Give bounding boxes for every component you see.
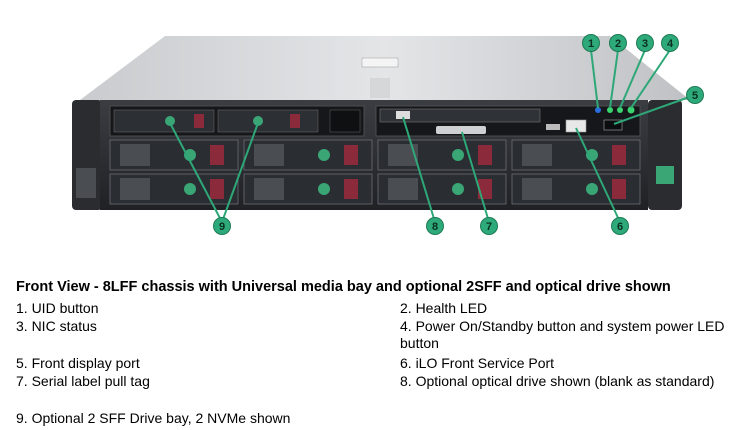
callout-3-number: 3: [642, 38, 648, 50]
lff-drive-label-8: [522, 178, 552, 200]
sff-blank: [329, 109, 361, 133]
optical-drive: [379, 108, 541, 123]
callout-4-number: 4: [667, 38, 674, 50]
callout-7-number: 7: [486, 221, 492, 233]
sff-drive-2: [217, 109, 319, 133]
lff-drive-bays: [109, 139, 641, 205]
lff-drive-label-4: [522, 144, 552, 166]
sff-drive-1-release: [194, 114, 204, 128]
callout-9-badge: [213, 217, 231, 235]
caption-item-nic-status: 3. NIC status: [16, 318, 97, 334]
caption-item-health-led: 2. Health LED: [400, 300, 488, 316]
callout-7-badge: [480, 217, 498, 235]
lff-drive-label-6: [254, 178, 284, 200]
lff-drive-release-6: [344, 179, 358, 199]
lff-drive-latch-6: [318, 183, 330, 195]
callout-1-number: 1: [588, 38, 594, 50]
leader-4: [630, 49, 671, 109]
server-front-view-figure: 1 2 3 4 5 6 7 8 9: [72, 34, 704, 235]
caption-item-serial-label: 7. Serial label pull tag: [16, 373, 150, 389]
health-led: [607, 107, 613, 113]
callout-5-badge: [686, 86, 704, 104]
sff-drive-2-release: [290, 114, 300, 128]
lff-drive-label-2: [254, 144, 284, 166]
callout-8-number: 8: [432, 221, 438, 233]
optical-drive-eject: [396, 111, 410, 119]
sff-drive-1-latch: [165, 116, 175, 126]
chassis-top-lid: [80, 36, 690, 100]
ilo-service-port: [565, 119, 587, 133]
lff-drive-release-3: [478, 145, 492, 165]
uid-button: [595, 107, 601, 113]
leader-5: [613, 94, 696, 125]
power-button: [627, 106, 635, 114]
caption-title: Front View - 8LFF chassis with Universal…: [16, 279, 671, 295]
callout-1-badge: [582, 34, 600, 52]
callout-6-number: 6: [617, 221, 623, 233]
callout-5-number: 5: [692, 90, 698, 102]
front-display-port: [603, 119, 623, 131]
caption-item-sff-drive-bay: 9. Optional 2 SFF Drive bay, 2 NVMe show…: [16, 410, 291, 426]
leader-1: [590, 49, 599, 109]
right-ear-logo: [656, 166, 674, 184]
leader-2: [609, 49, 619, 109]
leader-3: [619, 49, 646, 109]
serial-label-pull-tag: [436, 126, 486, 134]
lff-drive-label-1: [120, 144, 150, 166]
callout-4-badge: [661, 34, 679, 52]
callout-9-number: 9: [219, 221, 225, 233]
lid-vent: [370, 78, 390, 98]
leader-7: [461, 131, 490, 223]
lff-drive-latch-5: [184, 183, 196, 195]
lff-drive-release-2: [344, 145, 358, 165]
leader-6: [575, 127, 621, 223]
lff-drive-label-7: [388, 178, 418, 200]
lff-drive-latch-7: [452, 183, 464, 195]
lff-drive-release-4: [612, 145, 626, 165]
caption-item-power-button: 4. Power On/Standby button and system po…: [400, 318, 725, 351]
lff-drive-latch-2: [318, 149, 330, 161]
nic-status-led: [617, 107, 623, 113]
caption-item-optical-drive: 8. Optional optical drive shown (blank a…: [400, 373, 715, 389]
lff-drive-latch-1: [184, 149, 196, 161]
lid-label-plate: [361, 57, 399, 68]
callout-2-badge: [609, 34, 627, 52]
leader-8: [402, 116, 436, 223]
left-ear-label: [76, 168, 96, 198]
lff-drive-label-5: [120, 178, 150, 200]
lff-drive-release-8: [612, 179, 626, 199]
leader-9b: [221, 122, 259, 223]
callout-2-number: 2: [615, 38, 621, 50]
caption-item-front-display-port: 5. Front display port: [16, 355, 140, 371]
sff-drive-1: [113, 109, 215, 133]
lff-drive-latch-3: [452, 149, 464, 161]
lff-drive-label-3: [388, 144, 418, 166]
sff-drive-2-latch: [253, 116, 263, 126]
usb-port: [546, 124, 560, 130]
caption-item-ilo-service-port: 6. iLO Front Service Port: [400, 355, 555, 371]
lff-drive-latch-8: [586, 183, 598, 195]
lff-drive-release-5: [210, 179, 224, 199]
leader-9a: [169, 122, 223, 223]
caption-item-uid-button: 1. UID button: [16, 300, 99, 316]
callout-6-badge: [611, 217, 629, 235]
right-rack-ear: [648, 100, 682, 210]
callout-8-badge: [426, 217, 444, 235]
callout-3-badge: [636, 34, 654, 52]
lff-drive-release-1: [210, 145, 224, 165]
